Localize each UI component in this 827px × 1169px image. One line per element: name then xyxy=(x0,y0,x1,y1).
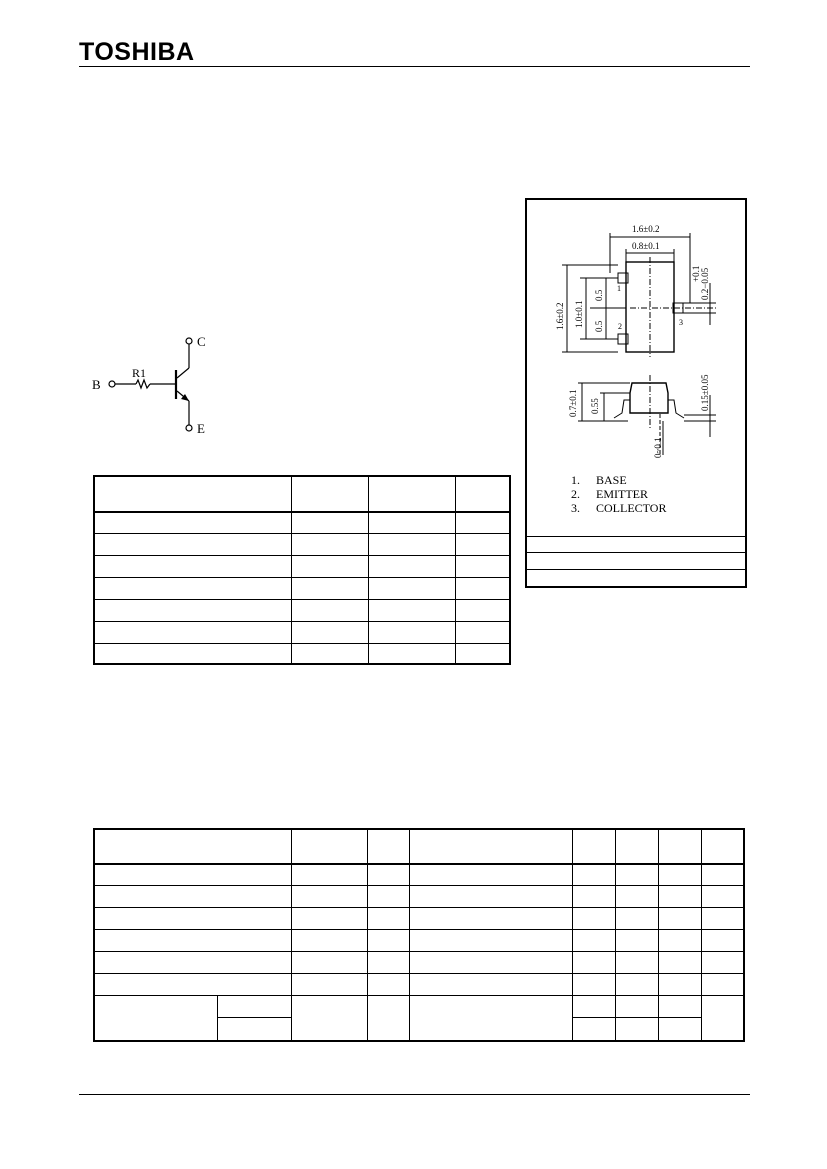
dim-lead-width: 0.2−0.05 xyxy=(700,267,710,300)
emitter-arrow xyxy=(181,394,189,401)
dim-height-side-body: 0.55 xyxy=(590,398,600,414)
package-outline-box xyxy=(525,198,747,588)
emitter-terminal xyxy=(185,424,193,432)
resistor-label: R1 xyxy=(132,366,146,380)
dim-lead-thickness: 0.15±0.05 xyxy=(700,374,710,411)
package-body-side xyxy=(629,382,669,414)
base-label: B xyxy=(92,377,101,392)
dim-pitch-bottom: 0.5 xyxy=(594,320,604,332)
package-drawing: 1.6±0.2 0.8±0.1 1 2 3 1.6±0.2 1.0±0.1 0.… xyxy=(555,224,716,458)
collector-label: C xyxy=(197,334,206,349)
pin-list-item: 2.EMITTER xyxy=(571,487,648,501)
dim-standoff: 0~0.1 xyxy=(653,437,663,458)
characteristics-table xyxy=(93,828,745,1042)
toshiba-logo: TOSHIBA xyxy=(79,38,195,66)
dim-lead-tol: +0.1 xyxy=(691,266,701,282)
dim-height-total: 1.6±0.2 xyxy=(555,303,565,330)
dim-height-side: 0.7±0.1 xyxy=(568,390,578,417)
pin-list-item: 3.COLLECTOR xyxy=(571,501,667,515)
dim-height-body: 1.0±0.1 xyxy=(574,301,584,328)
dim-width-body: 0.8±0.1 xyxy=(632,241,659,251)
transistor-schematic: C B E R1 xyxy=(92,334,206,436)
pin-number-1: 1 xyxy=(617,284,621,293)
pin-number-2: 2 xyxy=(618,322,622,331)
pin-list-item: 1.BASE xyxy=(571,473,627,487)
pin-list: 1.BASE 2.EMITTER 3.COLLECTOR xyxy=(571,473,666,515)
base-terminal xyxy=(108,380,116,388)
footer-rule xyxy=(79,1094,750,1095)
dim-pitch-top: 0.5 xyxy=(594,289,604,301)
dim-width-total: 1.6±0.2 xyxy=(632,224,659,234)
emitter-label: E xyxy=(197,421,205,436)
collector-terminal xyxy=(185,337,193,345)
resistor-r1 xyxy=(135,378,151,390)
header-rule xyxy=(79,66,750,67)
ratings-table xyxy=(93,475,511,665)
pin-number-3: 3 xyxy=(679,318,683,327)
